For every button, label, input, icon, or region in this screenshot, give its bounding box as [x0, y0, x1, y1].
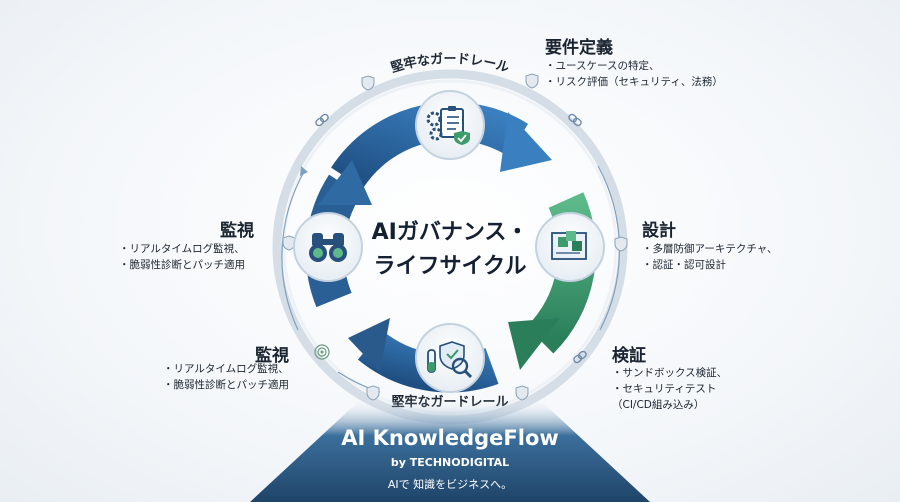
monitoring-lower-bullets: ・リアルタイムログ監視、 ・脆弱性診断とパッチ適用	[163, 361, 289, 393]
blueprint-blocks-icon	[551, 231, 587, 260]
verification-bullet: ・サンドボックス検証、	[612, 367, 728, 379]
cycle-arrowhead-top	[500, 112, 552, 172]
monitoring-node	[293, 212, 363, 282]
cycle-arrowhead-left	[318, 160, 372, 205]
requirements-title: 要件定義	[545, 38, 613, 58]
design-bullet: ・多層防御アーキテクチャ、	[642, 243, 778, 255]
requirements-node	[415, 90, 485, 160]
monitoring-upper-bullet: ・脆弱性診断とパッチ適用	[119, 259, 245, 271]
center-title-line-1: AIガバナンス・	[371, 220, 529, 245]
design-title: 設計	[642, 221, 676, 241]
brand-name: AI KnowledgeFlow	[341, 426, 559, 450]
cycle-arrowhead-bottom	[348, 318, 390, 372]
shield-magnifier-icon	[427, 341, 473, 379]
verification-bullet: （CI/CD組み込み）	[612, 399, 705, 411]
shield-icon	[614, 236, 628, 252]
left-flow-arrowhead	[300, 166, 308, 176]
left-flow-line	[281, 169, 306, 331]
verification-title: 検証	[612, 346, 646, 366]
shield-icon	[525, 73, 539, 89]
verification-node	[415, 323, 485, 393]
brand-byline: by TECHNODIGITAL	[390, 456, 510, 469]
cycle-arrowhead-right	[508, 318, 560, 370]
verification-bullets: ・サンドボックス検証、 ・セキュリティテスト （CI/CD組み込み）	[612, 365, 727, 413]
requirements-bullet: ・ユースケースの特定、	[545, 60, 660, 72]
shield-icon	[366, 385, 380, 401]
design-node	[535, 212, 605, 282]
monitoring-upper-bullet: ・リアルタイムログ監視、	[119, 243, 245, 255]
requirements-bullets: ・ユースケースの特定、 ・リスク評価（セキュリティ、法務）	[545, 58, 723, 90]
brand-tagline: AIで 知識をビジネスへ。	[387, 478, 513, 491]
design-bullets: ・多層防御アーキテクチャ、 ・認証・認可設計	[642, 241, 778, 273]
monitoring-lower-bullet: ・脆弱性診断とパッチ適用	[163, 379, 289, 391]
chain-link-icon	[315, 113, 329, 127]
center-title: AIガバナンス・ ライフサイクル	[340, 216, 560, 284]
monitoring-upper-bullets: ・リアルタイムログ監視、 ・脆弱性診断とパッチ適用	[119, 241, 245, 273]
design-bullet: ・認証・認可設計	[642, 259, 726, 271]
monitoring-lower-bullet: ・リアルタイムログ監視、	[163, 363, 289, 375]
center-title-line-2: ライフサイクル	[373, 254, 527, 279]
shield-icon	[515, 385, 529, 401]
clipboard-gears-icon	[426, 106, 470, 145]
target-icon	[314, 344, 330, 360]
monitoring-upper-title: 監視	[220, 221, 254, 241]
chain-link-icon	[568, 113, 582, 127]
brand-panel	[250, 400, 650, 502]
monitoring-lower-title: 監視	[255, 346, 289, 366]
chain-link-icon	[573, 350, 587, 364]
requirements-bullet: ・リスク評価（セキュリティ、法務）	[545, 76, 723, 88]
shield-icon	[361, 75, 375, 91]
verification-bullet: ・セキュリティテスト	[612, 383, 717, 395]
binoculars-icon	[309, 233, 347, 262]
